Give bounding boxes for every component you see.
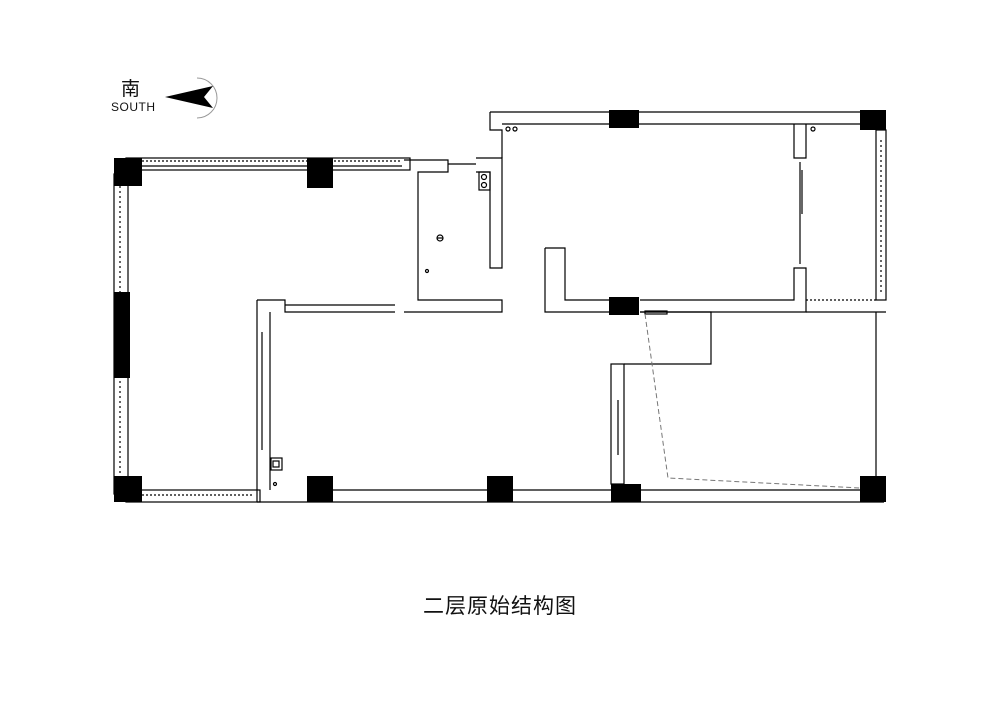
left-room-walls xyxy=(113,157,411,503)
right-top-left-wall xyxy=(489,112,503,158)
column xyxy=(307,158,333,188)
pipe-icon xyxy=(505,126,511,132)
dashed-boundary-line xyxy=(644,313,861,489)
right-lower-room-walls xyxy=(610,310,877,491)
pipe-icon xyxy=(810,126,816,132)
column xyxy=(307,476,333,502)
column xyxy=(609,110,639,128)
service-room-right-wall xyxy=(476,157,503,269)
page-title: 二层原始结构图 xyxy=(423,594,577,618)
threshold xyxy=(644,310,668,315)
columns-right xyxy=(487,110,886,502)
lower-room-notch-wall xyxy=(624,311,712,365)
compass-label-english: SOUTH xyxy=(111,100,156,114)
top-left-wall xyxy=(125,157,411,171)
column xyxy=(114,476,142,502)
right-room-stub-outer xyxy=(544,248,610,313)
fixture-icon xyxy=(270,457,283,471)
sink-basin-icon xyxy=(480,181,488,189)
column xyxy=(611,484,641,502)
interior-wall-left-top xyxy=(257,299,395,313)
right-top-outer-wall xyxy=(490,111,885,130)
column xyxy=(114,158,142,186)
right-room-divider-top xyxy=(793,124,807,159)
pipe-icon xyxy=(512,126,518,132)
columns-left xyxy=(114,158,333,502)
service-room-walls xyxy=(404,157,503,313)
pipe-icon xyxy=(272,481,278,487)
column xyxy=(860,110,886,130)
fixture-inner-icon xyxy=(272,460,280,468)
right-upper-room-walls xyxy=(489,111,887,313)
right-room-bottom-wall xyxy=(640,267,807,313)
living-area-walls xyxy=(257,457,884,503)
service-room-outer xyxy=(404,159,503,313)
sink-basin-icon xyxy=(480,173,488,181)
right-room-stub-wall xyxy=(545,247,610,301)
north-arrow-icon xyxy=(165,77,218,119)
column xyxy=(609,297,639,315)
bottom-left-wall xyxy=(125,489,261,503)
column xyxy=(114,292,130,378)
pipe-icon xyxy=(424,268,430,274)
compass-label-chinese: 南 xyxy=(121,78,141,100)
column xyxy=(487,476,513,502)
lower-room-left-wall xyxy=(610,363,625,485)
sink-icon xyxy=(478,171,491,191)
column xyxy=(860,476,886,502)
dashed-boundary xyxy=(644,313,861,489)
